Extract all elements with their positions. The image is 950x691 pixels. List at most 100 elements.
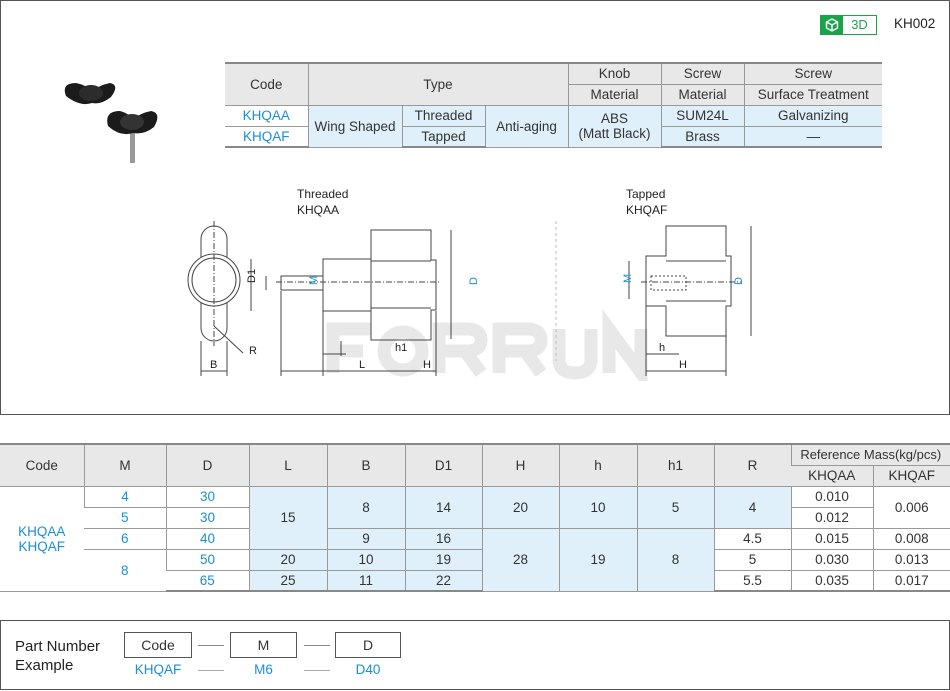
- mass-a-cell: 0.030: [790, 549, 873, 571]
- r-cell: 4.5: [713, 528, 791, 550]
- codes-cell[interactable]: KHQAA KHQAF: [0, 486, 84, 592]
- feature-cell: Anti-aging: [484, 105, 568, 148]
- technical-drawing: B R D1 M D L H h1 M D h H: [187, 221, 752, 381]
- header-surface-treatment: Surface Treatment: [743, 84, 882, 106]
- h-cell: 20: [481, 486, 559, 529]
- l-cell: 15: [248, 486, 327, 550]
- cube-icon: [821, 16, 843, 34]
- l-cell: 20: [248, 549, 327, 571]
- screw-material-cell: SUM24L: [660, 105, 744, 127]
- d1-cell: 19: [404, 549, 482, 571]
- d-cell[interactable]: 50: [165, 549, 249, 571]
- header-mass-khqaf: KHQAF: [872, 465, 950, 487]
- threaded-code: KHQAA: [297, 203, 340, 217]
- h-small-cell: 19: [558, 528, 637, 592]
- type-table: Code Type Knob Screw Screw Material Mate…: [225, 62, 882, 148]
- dim-label-d-threaded: D: [468, 277, 480, 285]
- header-h: H: [481, 443, 559, 487]
- mass-f-cell: 0.006: [872, 486, 950, 529]
- header-r: R: [713, 443, 791, 487]
- d-cell[interactable]: 40: [165, 528, 249, 550]
- separator: [198, 670, 224, 671]
- dim-label-l: L: [359, 359, 365, 371]
- header-b: B: [326, 443, 405, 487]
- b-cell: 11: [326, 570, 405, 592]
- kind-cell: Tapped: [401, 126, 485, 148]
- part-number-label: Part Number Example: [15, 638, 101, 674]
- shape-cell: Wing Shaped: [307, 105, 402, 148]
- m-cell[interactable]: 5: [84, 507, 166, 529]
- separator: [198, 645, 224, 646]
- value-d: D40: [355, 662, 381, 677]
- product-photo: [64, 83, 158, 163]
- mass-a-cell: 0.035: [790, 570, 873, 592]
- d1-cell: 14: [404, 486, 482, 529]
- mass-a-cell: 0.012: [790, 507, 873, 529]
- surface-cell: —: [743, 126, 882, 148]
- r-cell: 5: [713, 549, 791, 571]
- field-code: Code: [124, 632, 192, 658]
- kind-cell: Threaded: [401, 105, 485, 127]
- header-d: D: [165, 443, 249, 487]
- 3d-model-button[interactable]: 3D: [820, 15, 877, 35]
- l-cell: 25: [248, 570, 327, 592]
- header-h-small: h: [558, 443, 637, 487]
- value-m: M6: [254, 662, 273, 677]
- h1-cell: 5: [636, 486, 714, 529]
- m-cell[interactable]: 6: [84, 528, 166, 550]
- d-cell[interactable]: 30: [165, 507, 249, 529]
- header-knob: Knob: [567, 62, 661, 85]
- header-knob-material: Material: [567, 84, 661, 106]
- part-number-example: Part Number Example Code M D KHQAF M6 D4…: [0, 620, 950, 690]
- watermark-logo: [326, 309, 648, 381]
- tapped-code: KHQAF: [626, 203, 668, 217]
- code-link-khqaa[interactable]: KHQAA: [225, 105, 308, 127]
- mass-f-cell: 0.013: [872, 549, 950, 571]
- r-cell: 5.5: [713, 570, 791, 592]
- header-code: Code: [225, 62, 308, 106]
- product-code: KH002: [894, 16, 936, 31]
- m-cell[interactable]: 4: [83, 486, 166, 508]
- dim-label-d1: D1: [246, 269, 258, 283]
- header-m: M: [83, 443, 166, 487]
- field-m: M: [230, 632, 297, 658]
- dim-label-h1: h1: [395, 342, 407, 354]
- code-link-khqaf[interactable]: KHQAF: [225, 126, 308, 148]
- 3d-label: 3D: [851, 17, 868, 32]
- header-h1: h1: [636, 443, 714, 487]
- mass-a-cell: 0.010: [790, 486, 873, 508]
- dim-label-b: B: [210, 359, 217, 371]
- separator: [304, 670, 330, 671]
- h1-cell: 8: [636, 528, 714, 592]
- dim-label-h-tapped: H: [679, 359, 687, 371]
- h-cell: 28: [481, 528, 559, 592]
- header-d1: D1: [404, 443, 482, 487]
- dim-label-r: R: [249, 345, 257, 357]
- header-reference-mass: Reference Mass(kg/pcs): [790, 443, 950, 466]
- dim-label-d-tapped: D: [733, 277, 745, 285]
- d-cell[interactable]: 30: [165, 486, 249, 508]
- spec-table: Code M D L B D1 H h h1 R Reference Mass(…: [0, 443, 950, 592]
- field-d: D: [335, 632, 401, 658]
- dim-label-m-threaded: M: [308, 276, 320, 285]
- value-code: KHQAF: [134, 662, 182, 677]
- dim-label-h-small: h: [659, 342, 665, 354]
- r-cell: 4: [713, 486, 791, 529]
- threaded-title: Threaded: [297, 187, 349, 201]
- separator: [304, 645, 330, 646]
- header-code: Code: [0, 443, 84, 487]
- header-mass-khqaa: KHQAA: [791, 465, 873, 487]
- mass-f-cell: 0.008: [872, 528, 950, 550]
- header-type: Type: [307, 62, 568, 106]
- mass-a-cell: 0.015: [790, 528, 873, 550]
- knob-material-cell: ABS (Matt Black): [567, 105, 661, 148]
- m-cell[interactable]: 8: [84, 549, 166, 592]
- tapped-title: Tapped: [626, 187, 666, 201]
- b-cell: 9: [326, 528, 405, 550]
- header-screw-material: Material: [660, 84, 744, 106]
- dim-label-m-tapped: M: [622, 274, 634, 283]
- header-screw: Screw: [660, 62, 744, 85]
- d1-cell: 16: [404, 528, 482, 550]
- dim-label-h-threaded: H: [423, 359, 431, 371]
- d-cell[interactable]: 65: [166, 570, 249, 592]
